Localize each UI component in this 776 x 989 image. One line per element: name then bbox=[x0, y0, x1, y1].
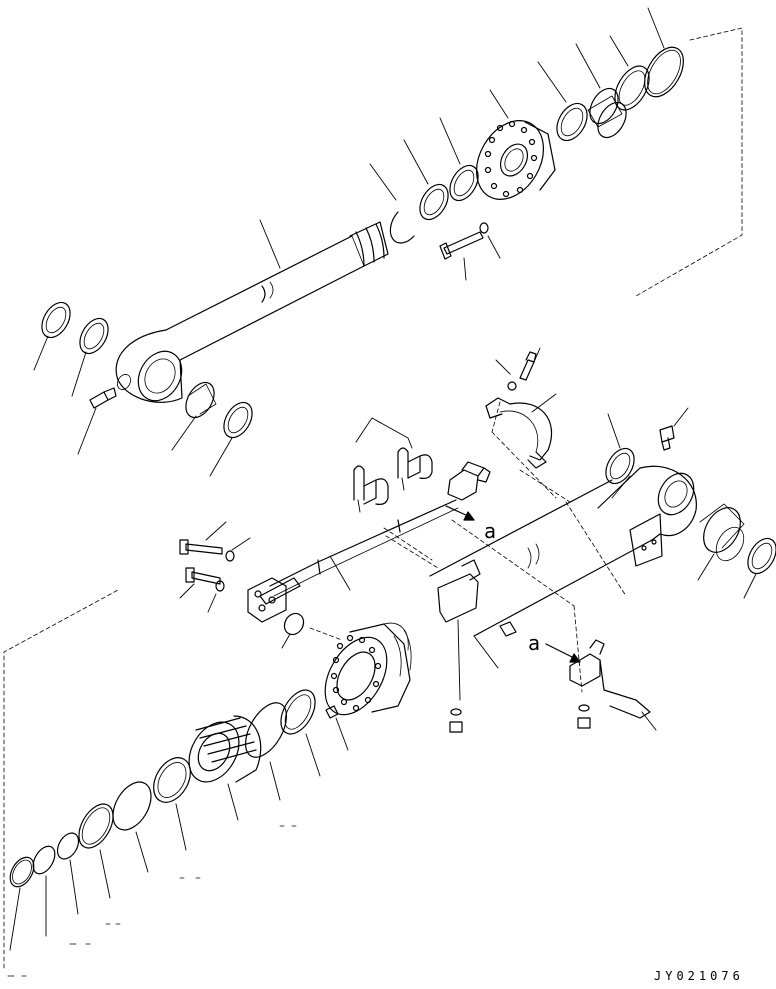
tube-body-icon bbox=[429, 479, 653, 637]
pipe-clamp-icon bbox=[485, 397, 553, 469]
rod-eye-bushing-left-icon bbox=[41, 301, 71, 339]
bottom-eye-bushing-left-icon bbox=[605, 447, 635, 485]
rod-seal-icon bbox=[556, 102, 588, 142]
piston-rod-icon bbox=[165, 221, 389, 361]
piston-icon bbox=[188, 715, 262, 783]
flange-washer-lower-icon bbox=[215, 580, 225, 592]
piston-ring-4-icon bbox=[56, 832, 80, 860]
upper-frame-dashed bbox=[635, 27, 743, 297]
bottom-eye-bushing-right-icon bbox=[699, 503, 745, 562]
hose-bracket-leader bbox=[355, 417, 413, 449]
buffer-ring-icon bbox=[449, 164, 479, 202]
tube-front-flange-icon bbox=[324, 622, 412, 716]
pipe-flange-icon bbox=[247, 577, 287, 623]
cylinder-tube-group: a bbox=[309, 401, 776, 751]
connector-dashes bbox=[309, 401, 627, 693]
lower-bracket-icon bbox=[569, 639, 651, 719]
grease-fitting-top-icon bbox=[89, 387, 117, 409]
tube-elbow-fitting-icon bbox=[659, 425, 675, 451]
o-ring-top-icon bbox=[644, 46, 684, 98]
bushing-icon bbox=[587, 87, 627, 139]
flange-bolt-upper-icon bbox=[179, 539, 223, 555]
clamp-bolt-icon bbox=[519, 351, 537, 381]
piston-ring-2-icon bbox=[112, 781, 152, 831]
rod-eye-seal-right-icon bbox=[223, 401, 253, 439]
bottom-eye-seal-right-icon bbox=[747, 537, 776, 575]
piston-group bbox=[3, 589, 321, 977]
hydraulic-pipe-icon bbox=[259, 499, 459, 605]
tube-bottom-eye-icon bbox=[597, 465, 697, 567]
head-bolt-icon bbox=[439, 231, 484, 260]
flange-washer-upper-icon bbox=[225, 550, 235, 562]
rod-eye-seal-left-icon bbox=[79, 317, 109, 355]
arrow-a-lower-icon: a bbox=[528, 631, 581, 663]
clamp-washer-icon bbox=[507, 381, 517, 391]
nut-left-icon bbox=[449, 708, 463, 733]
hose-right-icon bbox=[397, 447, 433, 479]
upper-assembly bbox=[33, 7, 743, 477]
dust-seal-icon bbox=[419, 183, 449, 221]
callout-a-upper: a bbox=[484, 519, 496, 543]
snap-ring-icon bbox=[389, 211, 415, 244]
label-stubs bbox=[7, 825, 297, 977]
drawing-code: JY021076 bbox=[654, 969, 744, 983]
wear-ring-icon bbox=[614, 65, 650, 111]
rod-eye-bushing-right-icon bbox=[185, 381, 217, 419]
arrow-a-upper-icon: a bbox=[445, 505, 496, 543]
elbow-fitting-icon bbox=[447, 461, 491, 501]
piston-seal-ring-icon bbox=[280, 689, 316, 735]
tube-port-fitting-icon bbox=[325, 705, 339, 719]
cylinder-head-icon bbox=[475, 120, 556, 200]
upper-leader-lines bbox=[33, 7, 665, 477]
head-washer-icon bbox=[479, 222, 489, 234]
callout-a-lower: a bbox=[528, 631, 540, 655]
piston-ring-6-icon bbox=[9, 856, 35, 888]
rod-eye-icon bbox=[115, 329, 183, 403]
piston-ring-1-icon bbox=[153, 757, 191, 803]
tube-mount-bracket-icon bbox=[437, 559, 517, 637]
flange-bolt-lower-icon bbox=[185, 567, 221, 585]
piston-ring-5-icon bbox=[32, 845, 56, 875]
piston-wear-ring-icon bbox=[244, 702, 288, 758]
hose-left-icon bbox=[353, 465, 389, 505]
flange-o-ring-icon bbox=[283, 612, 305, 636]
lower-frame-dashed bbox=[3, 589, 119, 969]
piping-group: a bbox=[179, 347, 557, 649]
nut-right-icon bbox=[577, 704, 591, 729]
piston-ring-3-icon bbox=[78, 803, 114, 849]
